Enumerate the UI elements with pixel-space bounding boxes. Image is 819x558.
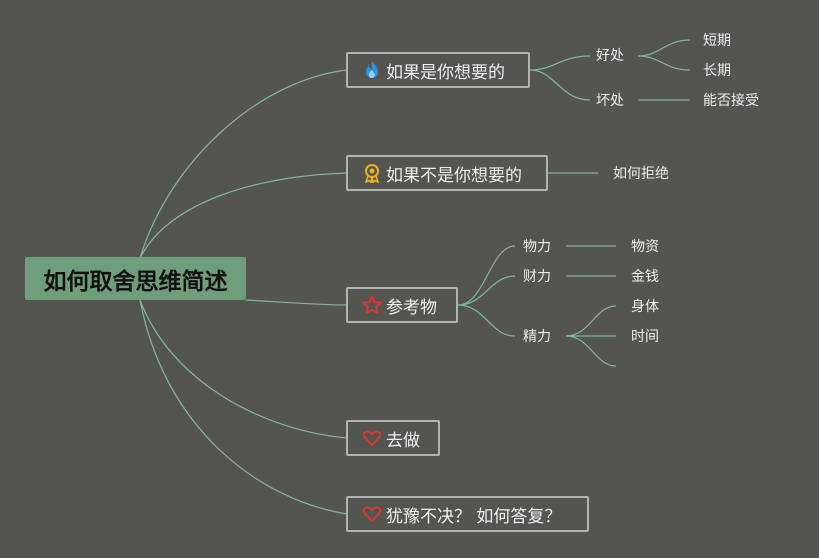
branch-if-not-wanted[interactable]: 如果不是你想要的 [346, 155, 548, 191]
star-icon [362, 295, 382, 315]
award-ribbon-icon [362, 163, 382, 183]
root-title: 如何取舍思维简述 [43, 268, 228, 295]
branch-label: 去做 [386, 430, 420, 451]
node-long-term[interactable]: 长期 [703, 63, 731, 79]
node-good[interactable]: 好处 [596, 48, 624, 64]
node-material-power[interactable]: 物力 [523, 239, 551, 255]
heart-icon [362, 504, 382, 524]
root-topic[interactable]: 如何取舍思维简述 [25, 257, 246, 300]
node-bad[interactable]: 坏处 [596, 93, 624, 109]
fire-icon [362, 60, 382, 80]
node-energy[interactable]: 精力 [523, 329, 551, 345]
branch-hesitant[interactable]: 犹豫不决？ 如何答复？ [346, 496, 589, 532]
heart-icon [362, 428, 382, 448]
node-short-term[interactable]: 短期 [703, 33, 731, 49]
branch-label: 犹豫不决？ 如何答复？ [386, 506, 562, 527]
branch-do-it[interactable]: 去做 [346, 420, 440, 456]
node-financial-power[interactable]: 财力 [523, 269, 551, 285]
branch-label: 参考物 [386, 297, 437, 318]
node-money[interactable]: 金钱 [631, 269, 659, 285]
node-materials[interactable]: 物资 [631, 239, 659, 255]
node-body[interactable]: 身体 [631, 299, 659, 315]
node-how-refuse[interactable]: 如何拒绝 [613, 166, 669, 182]
branch-if-wanted[interactable]: 如果是你想要的 [346, 52, 530, 88]
branch-label: 如果不是你想要的 [386, 165, 522, 186]
branch-label: 如果是你想要的 [386, 62, 505, 83]
branch-reference[interactable]: 参考物 [346, 287, 458, 323]
node-time[interactable]: 时间 [631, 329, 659, 345]
node-acceptable[interactable]: 能否接受 [703, 93, 759, 109]
